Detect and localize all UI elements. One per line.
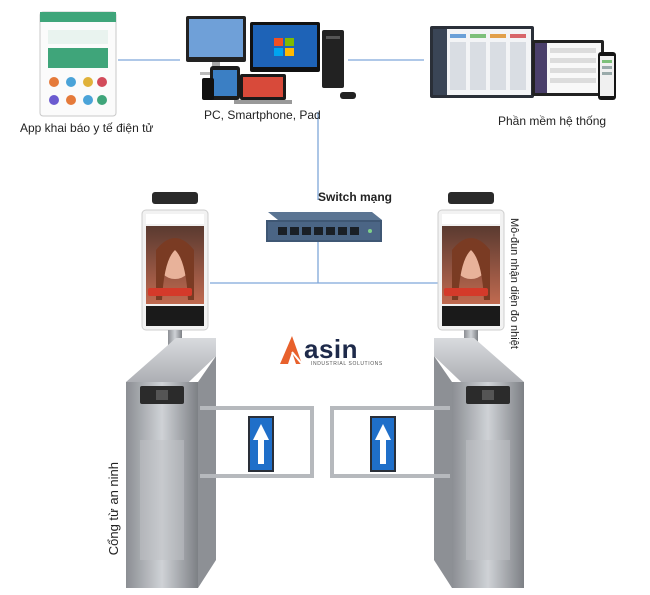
brand-logo-icon — [280, 336, 303, 365]
arrow-up-icon — [375, 424, 391, 464]
software-screens-icon — [430, 26, 616, 100]
arrow-up-icon — [253, 424, 269, 464]
app-label: App khai báo y tế điện tử — [20, 121, 154, 135]
brand-tagline: INDUSTRIAL SOLUTIONS — [311, 361, 383, 367]
pc-devices-icon — [186, 16, 356, 104]
switch-label: Switch mạng — [318, 190, 393, 204]
brand-name: asin — [304, 334, 359, 364]
network-switch-icon — [266, 212, 382, 242]
module-label: Mô-đun nhận diện đo nhiệt — [508, 218, 520, 349]
turnstile-icon — [126, 338, 314, 588]
face-terminal-icon — [141, 192, 209, 356]
pc-label: PC, Smartphone, Pad — [204, 108, 321, 122]
phone-app-icon — [39, 11, 117, 117]
face-terminal-icon — [437, 192, 505, 356]
gate-label: Cổng từ an ninh — [106, 462, 121, 556]
connection-lines — [118, 59, 440, 284]
turnstile-icon — [330, 338, 524, 588]
software-label: Phần mềm hệ thống — [498, 114, 607, 128]
